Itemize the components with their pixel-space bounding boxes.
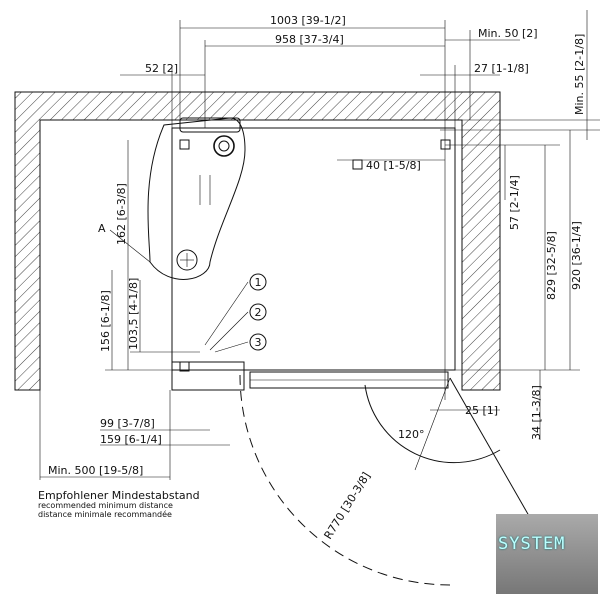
dim-52: 52 [2]	[145, 62, 178, 75]
dim-103-5: 103,5 [4-1/8]	[127, 278, 140, 350]
logo-text: SYSTEM	[498, 534, 566, 554]
dim-159: 159 [6-1/4]	[100, 433, 162, 446]
callout-2-label: 2	[255, 306, 262, 319]
note-german: Empfohlener Mindestabstand	[38, 489, 200, 502]
dim-162: 162 [6-3/8]	[115, 183, 128, 245]
callout-3-label: 3	[255, 336, 262, 349]
dim-1003: 1003 [39-1/2]	[270, 14, 346, 27]
note-english: recommended minimum distance	[38, 501, 173, 511]
door-swing-arc	[239, 374, 451, 586]
dim-829: 829 [32-5/8]	[545, 231, 558, 300]
dim-square-40: 40 [1-5/8]	[366, 159, 421, 172]
callout-1	[249, 273, 267, 291]
dim-34: 34 [1-3/8]	[530, 385, 543, 440]
dim-156: 156 [6-1/8]	[99, 290, 112, 352]
dim-min-50: Min. 50 [2]	[478, 27, 538, 40]
dim-min-55: Min. 55 [2-1/8]	[573, 34, 586, 115]
cabinet-outline	[171, 127, 456, 371]
water-inlet	[176, 249, 198, 271]
drain-outlet	[213, 135, 235, 157]
minimum-distance-note: Empfohlener Mindestabstand recommended m…	[38, 489, 200, 520]
dim-99: 99 [3-7/8]	[100, 417, 155, 430]
callout-1-label: 1	[255, 276, 262, 289]
hinge-block	[171, 361, 245, 391]
callout-2	[249, 303, 267, 321]
callout-3	[249, 333, 267, 351]
dim-57: 57 [2-1/4]	[508, 175, 521, 230]
dim-25: 25 [1]	[465, 404, 498, 417]
dim-920: 920 [36-1/4]	[570, 221, 583, 290]
radius-label: R770 [30-3/8]	[322, 470, 374, 542]
dim-27: 27 [1-1/8]	[474, 62, 529, 75]
dim-958: 958 [37-3/4]	[275, 33, 344, 46]
note-french: distance minimale recommandée	[38, 509, 172, 519]
angle-label: 120°	[398, 428, 425, 441]
dim-min-500: Min. 500 [19-5/8]	[48, 464, 143, 477]
area-label: A	[98, 222, 106, 235]
watermark-logo: SYSTEM	[496, 514, 598, 594]
